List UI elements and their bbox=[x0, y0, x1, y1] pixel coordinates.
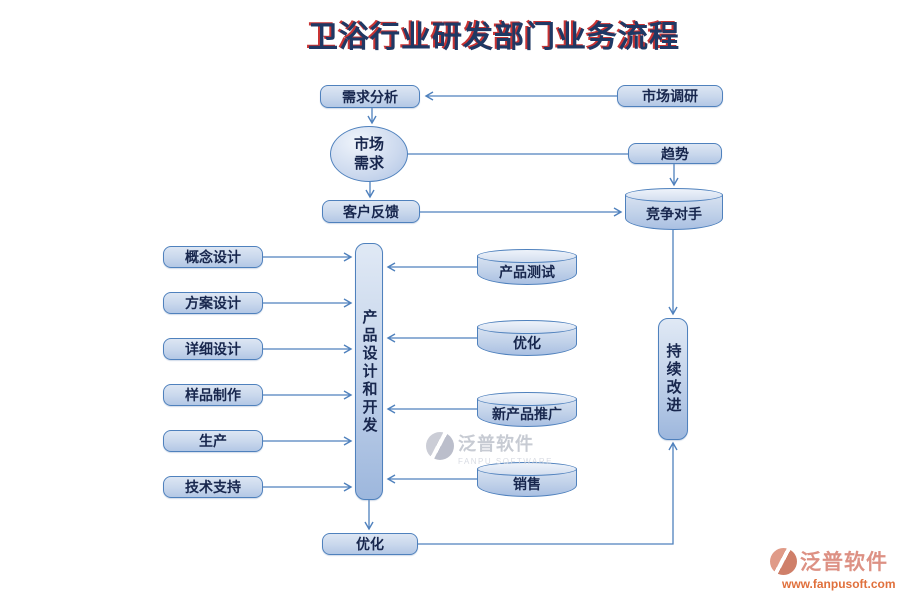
node-label: 优化 bbox=[356, 536, 384, 552]
node-label: 产品设计和开发 bbox=[360, 308, 378, 435]
node-optimization-final: 优化 bbox=[322, 533, 418, 555]
node-product-design-dev: 产品设计和开发 bbox=[355, 243, 383, 500]
watermark-center: 泛普软件 FANPU SOFTWARE bbox=[426, 430, 553, 466]
node-sample-making: 样品制作 bbox=[163, 384, 263, 406]
node-trend: 趋势 bbox=[628, 143, 722, 164]
node-market-research: 市场调研 bbox=[617, 85, 723, 107]
node-label: 客户反馈 bbox=[343, 203, 399, 220]
node-label: 持续改进 bbox=[664, 343, 682, 415]
node-competitor: 竞争对手 bbox=[625, 188, 723, 230]
node-label: 竞争对手 bbox=[646, 205, 702, 222]
node-label: 技术支持 bbox=[185, 479, 241, 495]
node-production: 生产 bbox=[163, 430, 263, 452]
node-label: 概念设计 bbox=[185, 249, 241, 265]
node-optimization: 优化 bbox=[477, 320, 577, 356]
watermark-brand: 泛普软件 bbox=[800, 551, 888, 574]
node-label: 新产品推广 bbox=[492, 406, 562, 422]
watermark-corner: 泛普软件 www.fanpusoft.com bbox=[770, 546, 896, 591]
node-concept-design: 概念设计 bbox=[163, 246, 263, 268]
node-label: 优化 bbox=[513, 334, 541, 351]
node-label: 销售 bbox=[513, 476, 541, 492]
node-new-product-promotion: 新产品推广 bbox=[477, 392, 577, 427]
node-label: 详细设计 bbox=[185, 341, 241, 357]
node-customer-feedback: 客户反馈 bbox=[322, 200, 420, 223]
node-sales: 销售 bbox=[477, 462, 577, 497]
node-label: 产品测试 bbox=[499, 263, 555, 280]
cylinder-top bbox=[477, 462, 577, 476]
watermark-url: www.fanpusoft.com bbox=[782, 577, 896, 591]
node-label: 需求分析 bbox=[342, 88, 398, 105]
connector-optimization-final-to-continuous-improve bbox=[418, 441, 678, 545]
node-label: 样品制作 bbox=[185, 387, 241, 403]
node-scheme-design: 方案设计 bbox=[163, 292, 263, 314]
node-label: 方案设计 bbox=[185, 295, 241, 311]
node-detail-design: 详细设计 bbox=[163, 338, 263, 360]
node-label: 市场调研 bbox=[642, 88, 698, 104]
node-tech-support: 技术支持 bbox=[163, 476, 263, 498]
watermark-brand: 泛普软件 bbox=[458, 434, 534, 454]
cylinder-top bbox=[477, 249, 577, 263]
node-continuous-improvement: 持续改进 bbox=[658, 318, 688, 440]
diagram-title: 卫浴行业研发部门业务流程 bbox=[308, 21, 680, 54]
cylinder-top bbox=[477, 320, 577, 334]
watermark-subtitle: FANPU SOFTWARE bbox=[458, 457, 553, 466]
node-demand-analysis: 需求分析 bbox=[320, 85, 420, 108]
node-label: 生产 bbox=[199, 433, 227, 449]
fanpu-logo-icon bbox=[426, 432, 454, 460]
node-label: 市场需求 bbox=[353, 135, 384, 173]
fanpu-logo-icon bbox=[770, 547, 797, 575]
node-label: 趋势 bbox=[661, 145, 689, 162]
node-product-test: 产品测试 bbox=[477, 249, 577, 285]
cylinder-top bbox=[625, 188, 723, 202]
node-market-demand: 市场需求 bbox=[330, 126, 408, 182]
cylinder-top bbox=[477, 392, 577, 406]
